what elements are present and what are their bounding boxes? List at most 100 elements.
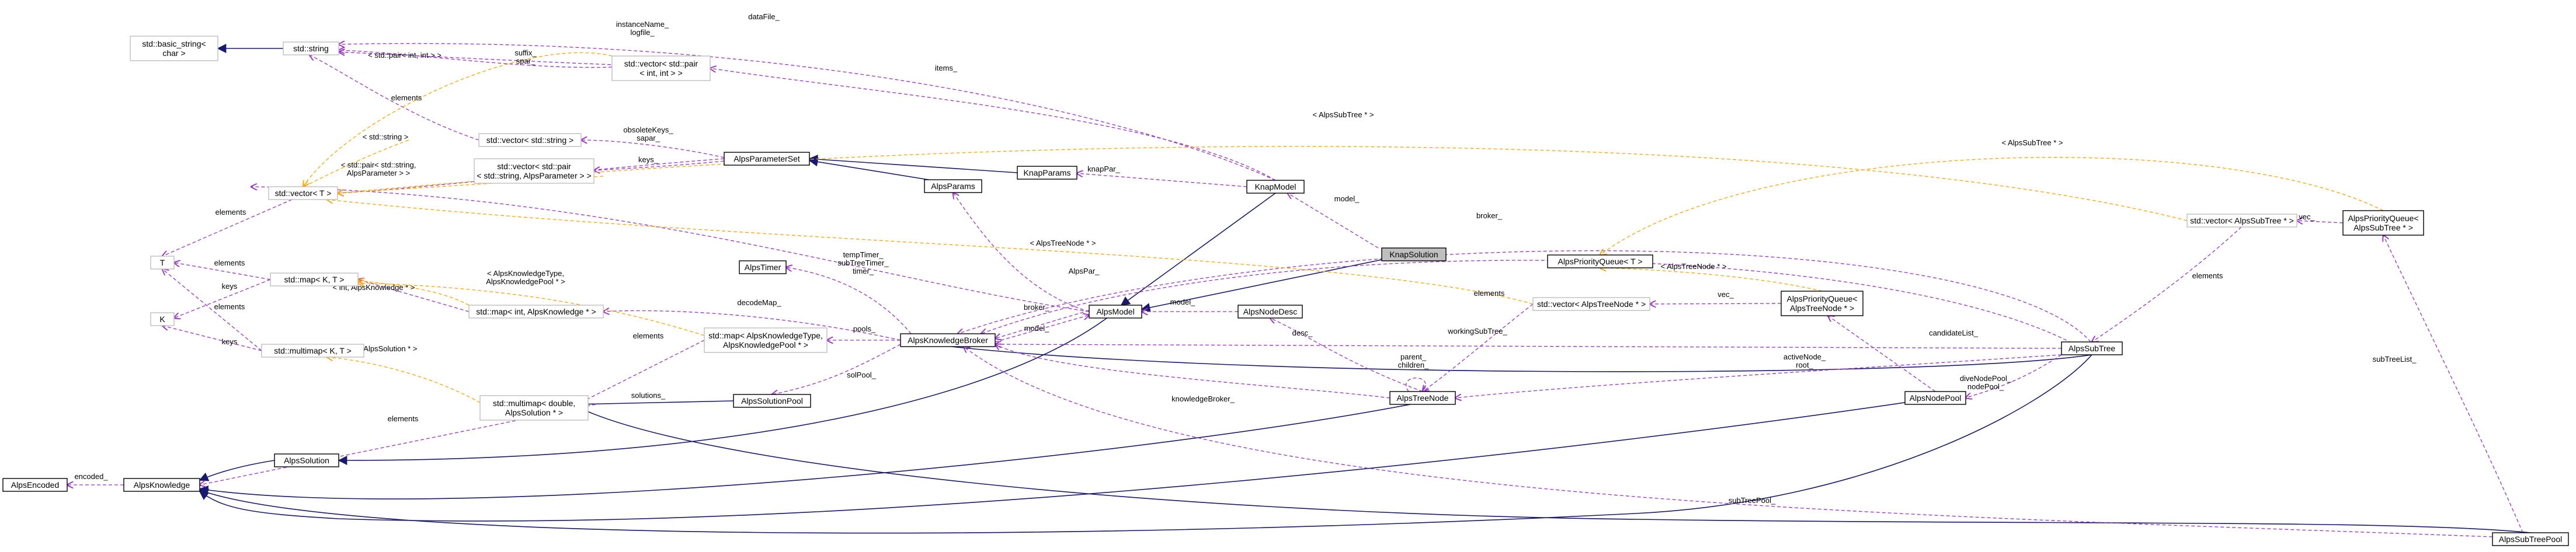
class-node-alpsnodepool[interactable]: AlpsNodePool [1904, 391, 1966, 405]
edge-label: encoded_ [74, 472, 108, 481]
inheritance-edge [1120, 193, 1276, 306]
class-node-alpsknowledge[interactable]: AlpsKnowledge [123, 478, 200, 492]
class-node-vector-string[interactable]: std::vector< std::string > [478, 133, 582, 147]
class-name: std::vector< std::pair [497, 162, 571, 171]
edge-label: subTreePool_ [1729, 496, 1776, 505]
class-node-vector-t[interactable]: std::vector< T > [268, 186, 338, 200]
edge-label-line: elements [633, 331, 664, 340]
edge-label-line: AlpsPar_ [1069, 267, 1100, 275]
edge-label-line: AlpsKnowledgePool * > [486, 277, 565, 286]
usage-edge [995, 344, 2062, 349]
class-name: std::basic_string< [142, 39, 206, 48]
class-box [261, 344, 364, 358]
edge-label: elements [388, 414, 419, 423]
edge-label: vec_ [1718, 290, 1734, 299]
class-node-alpssubtreepool[interactable]: AlpsSubTreePool [2492, 532, 2569, 546]
class-node-basic-string[interactable]: std::basic_string<char > [130, 36, 218, 61]
edge-label-line: encoded_ [74, 472, 108, 481]
edge-label: < AlpsKnowledgeType,AlpsKnowledgePool * … [486, 269, 565, 286]
class-box [1547, 254, 1653, 268]
class-node-std-string[interactable]: std::string [283, 41, 339, 55]
class-node-map-int-know[interactable]: std::map< int, AlpsKnowledge * > [468, 305, 604, 319]
class-name: AlpsSolution [284, 456, 329, 465]
class-node-vec-pair-param[interactable]: std::vector< std::pair< std::string, Alp… [474, 158, 595, 184]
class-box [739, 260, 787, 274]
class-node-pq-t[interactable]: AlpsPriorityQueue< T > [1547, 254, 1653, 268]
usage-edge [251, 187, 1090, 312]
class-node-alpsparameterset[interactable]: AlpsParameterSet [724, 152, 810, 166]
class-node-vec-pair-int[interactable]: std::vector< std::pair< int, int > > [611, 55, 711, 81]
class-box [924, 179, 982, 193]
class-node-alpssolutionpool[interactable]: AlpsSolutionPool [733, 394, 811, 408]
edge-label-line: suffix_ [514, 48, 537, 57]
class-node-knapmodel[interactable]: KnapModel [1246, 180, 1305, 194]
class-node-alpsknowledgebroker[interactable]: AlpsKnowledgeBroker [900, 333, 996, 347]
class-node-alpsnodedesc[interactable]: AlpsNodeDesc [1237, 305, 1303, 319]
class-node-vec-treenode[interactable]: std::vector< AlpsTreeNode * > [1532, 297, 1650, 311]
inheritance-edge [199, 397, 1443, 499]
class-node-vec-subtree[interactable]: std::vector< AlpsSubTree * > [2186, 214, 2297, 228]
edge-label-line: model_ [1024, 324, 1049, 333]
edge-label: solutions_ [631, 391, 666, 400]
class-node-pq-subtree[interactable]: AlpsPriorityQueue<AlpsSubTree * > [2342, 210, 2424, 236]
usage-edge [577, 340, 705, 404]
class-node-knapsolution[interactable]: KnapSolution [1381, 247, 1447, 261]
edge-label-line: root_ [1796, 361, 1813, 369]
class-node-alpsmodel[interactable]: AlpsModel [1089, 305, 1142, 319]
class-name: AlpsModel [1096, 307, 1134, 316]
usage-edge [339, 50, 613, 68]
usage-edge [958, 250, 2091, 343]
edge-labels-layer: dataFile_instanceName_logfile_suffix_spa… [74, 12, 2417, 505]
edge-label: suffix_spar_ [514, 48, 537, 65]
edge-label: tempTimer_subTreeTimer_timer_ [837, 250, 889, 275]
usage-edge [162, 269, 262, 351]
class-name: AlpsSubTreePool [2499, 534, 2562, 544]
edge-label-line: nodePool_ [1967, 382, 2004, 391]
inheritance-edge [899, 337, 2092, 372]
class-node-alpstreenode[interactable]: AlpsTreeNode [1389, 391, 1456, 405]
edge-label: activeNode_root_ [1784, 352, 1826, 369]
class-name: AlpsTreeNode * > [1790, 303, 1854, 313]
edge-label-line: decodeMap_ [737, 298, 781, 307]
class-name: char > [162, 48, 185, 58]
inheritance-edge [576, 406, 2531, 533]
class-node-alpsparams[interactable]: AlpsParams [924, 179, 982, 193]
class-node-t[interactable]: T [150, 256, 175, 270]
class-node-map-type-pool[interactable]: std::map< AlpsKnowledgeType,AlpsKnowledg… [704, 327, 828, 353]
class-node-alpssolution[interactable]: AlpsSolution [274, 453, 339, 467]
template-edge [358, 283, 705, 336]
class-node-multimap-double[interactable]: std::multimap< double,AlpsSolution * > [479, 395, 589, 421]
edge-label: < AlpsTreeNode * > [1030, 239, 1096, 247]
edge-label-line: solutions_ [631, 391, 666, 400]
class-node-multimap-kt[interactable]: std::multimap< K, T > [261, 344, 364, 358]
template-edge [1600, 268, 1823, 292]
class-box [468, 305, 604, 319]
class-node-alpstimer[interactable]: AlpsTimer [739, 260, 787, 274]
edges-layer [67, 44, 2531, 537]
class-name: AlpsSubTree * > [2353, 223, 2413, 232]
class-node-alpsencoded[interactable]: AlpsEncoded [2, 478, 68, 492]
class-box [1381, 247, 1447, 261]
usage-edge [1406, 378, 1426, 392]
class-node-pq-treenode[interactable]: AlpsPriorityQueue<AlpsTreeNode * > [1781, 291, 1864, 316]
usage-edge [953, 193, 1090, 312]
edge-label: < std::pair< int, int > > [368, 51, 441, 60]
class-node-knapparams[interactable]: KnapParams [1017, 166, 1077, 180]
usage-edge [2297, 221, 2344, 223]
edge-label-line: keys_ [638, 155, 659, 164]
class-node-k[interactable]: K [150, 312, 175, 326]
edge-label-line: model_ [1334, 194, 1360, 203]
class-node-alpssubtree[interactable]: AlpsSubTree [2061, 341, 2123, 355]
edge-label-line: parent_ [1400, 352, 1427, 361]
usage-edge [995, 315, 1089, 343]
class-box [704, 327, 828, 353]
class-box [123, 478, 200, 492]
class-box [2186, 214, 2297, 228]
edge-label: solPool_ [847, 371, 877, 379]
usage-edge [581, 140, 725, 158]
edge-label: elements [633, 331, 664, 340]
class-name: AlpsSolutionPool [741, 396, 803, 406]
class-node-map-kt[interactable]: std::map< K, T > [270, 272, 359, 287]
class-name: AlpsParams [931, 181, 975, 191]
class-box [274, 453, 339, 467]
